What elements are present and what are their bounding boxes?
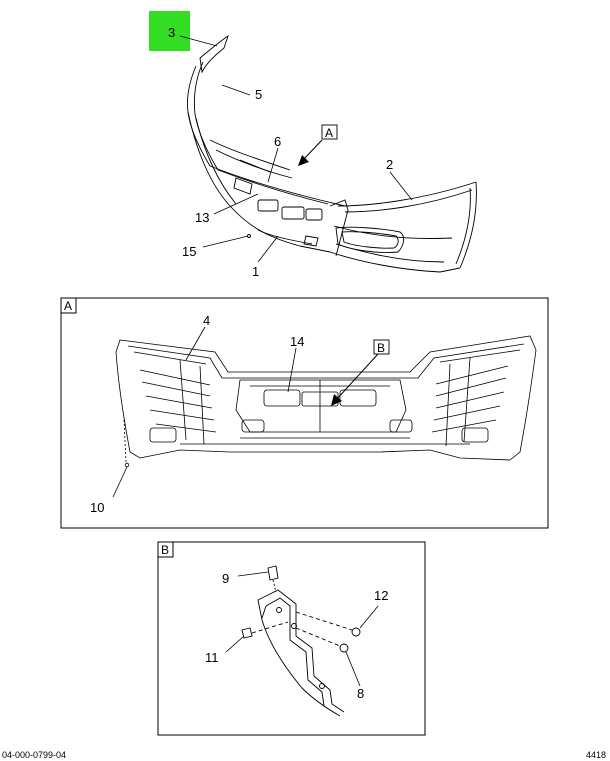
view-a-label-top: A — [325, 126, 333, 140]
view-a-frame — [60, 297, 549, 529]
view-b-frame — [157, 541, 426, 736]
leader-lines-view-a — [112, 326, 297, 498]
view-a-label: A — [64, 299, 72, 313]
callout-11: 11 — [205, 650, 219, 665]
callout-2: 2 — [386, 157, 393, 172]
callout-8: 8 — [357, 686, 364, 701]
view-b-label-a: B — [377, 341, 385, 355]
view-b-label: B — [161, 543, 169, 557]
view-a-tag — [60, 297, 77, 314]
view-a-arrow — [298, 139, 323, 166]
bracket-drawing — [241, 565, 361, 717]
leader-lines-view-b — [225, 571, 379, 687]
view-b-tag-a — [373, 339, 390, 355]
callout-3-highlight — [149, 11, 190, 51]
leader-lines-top — [179, 35, 413, 263]
callout-12: 12 — [374, 588, 388, 603]
bumper-rear-view-drawing — [115, 335, 537, 468]
callout-3: 3 — [168, 25, 175, 40]
bumper-assembly-drawing — [187, 34, 477, 273]
callout-6: 6 — [274, 134, 281, 149]
view-a-tag-top — [321, 124, 338, 140]
callout-10: 10 — [90, 500, 104, 515]
drawing-number: 04-000-0799-04 — [2, 750, 67, 760]
view-b-arrow — [331, 353, 379, 406]
callout-5: 5 — [255, 87, 262, 102]
callout-9: 9 — [222, 571, 229, 586]
callout-15: 15 — [182, 244, 196, 259]
page-number: 4418 — [585, 750, 606, 760]
view-b-tag — [157, 541, 174, 558]
callout-4: 4 — [203, 313, 210, 328]
callout-1: 1 — [252, 264, 259, 279]
callout-14: 14 — [290, 334, 304, 349]
callout-13: 13 — [195, 210, 209, 225]
